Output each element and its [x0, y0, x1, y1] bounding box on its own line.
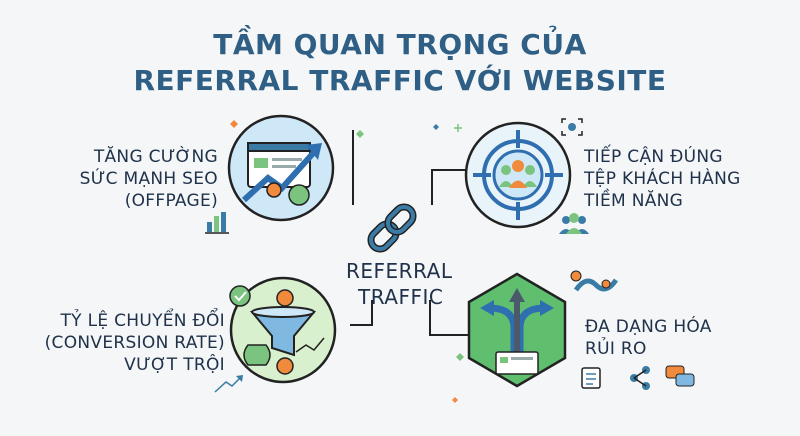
- node-audience-line-1: TIẾP CẬN ĐÚNG: [584, 147, 723, 167]
- conversion-funnel-icon: [229, 276, 337, 384]
- node-audience-line-2: TỆP KHÁCH HÀNG: [584, 169, 741, 189]
- connector-top-right: [431, 169, 470, 205]
- document-check-icon: [581, 367, 601, 389]
- diverging-arrows-icon: [467, 272, 567, 388]
- group-people-icon: [559, 213, 589, 234]
- node-seo-line-1: TĂNG CƯỜNG: [93, 147, 218, 167]
- center-label-line-1: REFERRAL: [346, 259, 453, 283]
- node-seo-line-2: SỨC MẠNH SEO: [79, 169, 218, 189]
- target-audience-icon: [464, 121, 572, 229]
- small-bar-chart-icon: [205, 212, 229, 234]
- chat-bubbles-icon: [665, 365, 695, 387]
- node-audience-line-3: TIỀM NĂNG: [584, 191, 684, 211]
- seo-growth-chart-icon: [227, 114, 335, 222]
- node-conversion-line-1: TỶ LỆ CHUYỂN ĐỔI: [60, 311, 225, 331]
- node-conversion-line-2: (CONVERSION RATE): [44, 333, 225, 353]
- center-label: REFERRAL TRAFFIC: [346, 258, 476, 310]
- node-seo-line-3: (OFFPAGE): [124, 191, 218, 211]
- center-label-line-2: TRAFFIC: [358, 285, 444, 309]
- connector-lines: [350, 130, 478, 336]
- map-route-icon: [570, 270, 619, 292]
- connector-bottom-left: [350, 300, 373, 326]
- node-risk-line-1: ĐA DẠNG HÓA: [585, 317, 712, 337]
- node-risk-label: ĐA DẠNG HÓA RỦI RO: [585, 316, 775, 360]
- share-network-icon: [630, 366, 650, 390]
- node-conversion-label: TỶ LỆ CHUYỂN ĐỔI (CONVERSION RATE) VƯỢT …: [20, 310, 225, 376]
- node-audience-label: TIẾP CẬN ĐÚNG TỆP KHÁCH HÀNG TIỀM NĂNG: [584, 146, 784, 212]
- chain-link-icon: [367, 203, 417, 253]
- focus-frame-icon: [561, 118, 583, 136]
- decor-sparkles: [230, 120, 464, 403]
- connector-bottom-right: [429, 300, 478, 336]
- page-title-line-2: REFERRAL TRAFFIC VỚI WEBSITE: [133, 64, 667, 97]
- trend-arrow-icon: [214, 375, 243, 393]
- check-circle-icon: [229, 285, 251, 307]
- page-title-line-1: TẦM QUAN TRỌNG CỦA: [213, 28, 587, 61]
- node-risk-line-2: RỦI RO: [585, 339, 647, 359]
- node-conversion-line-3: VƯỢT TRỘI: [124, 355, 225, 375]
- node-seo-label: TĂNG CƯỜNG SỨC MẠNH SEO (OFFPAGE): [40, 146, 218, 212]
